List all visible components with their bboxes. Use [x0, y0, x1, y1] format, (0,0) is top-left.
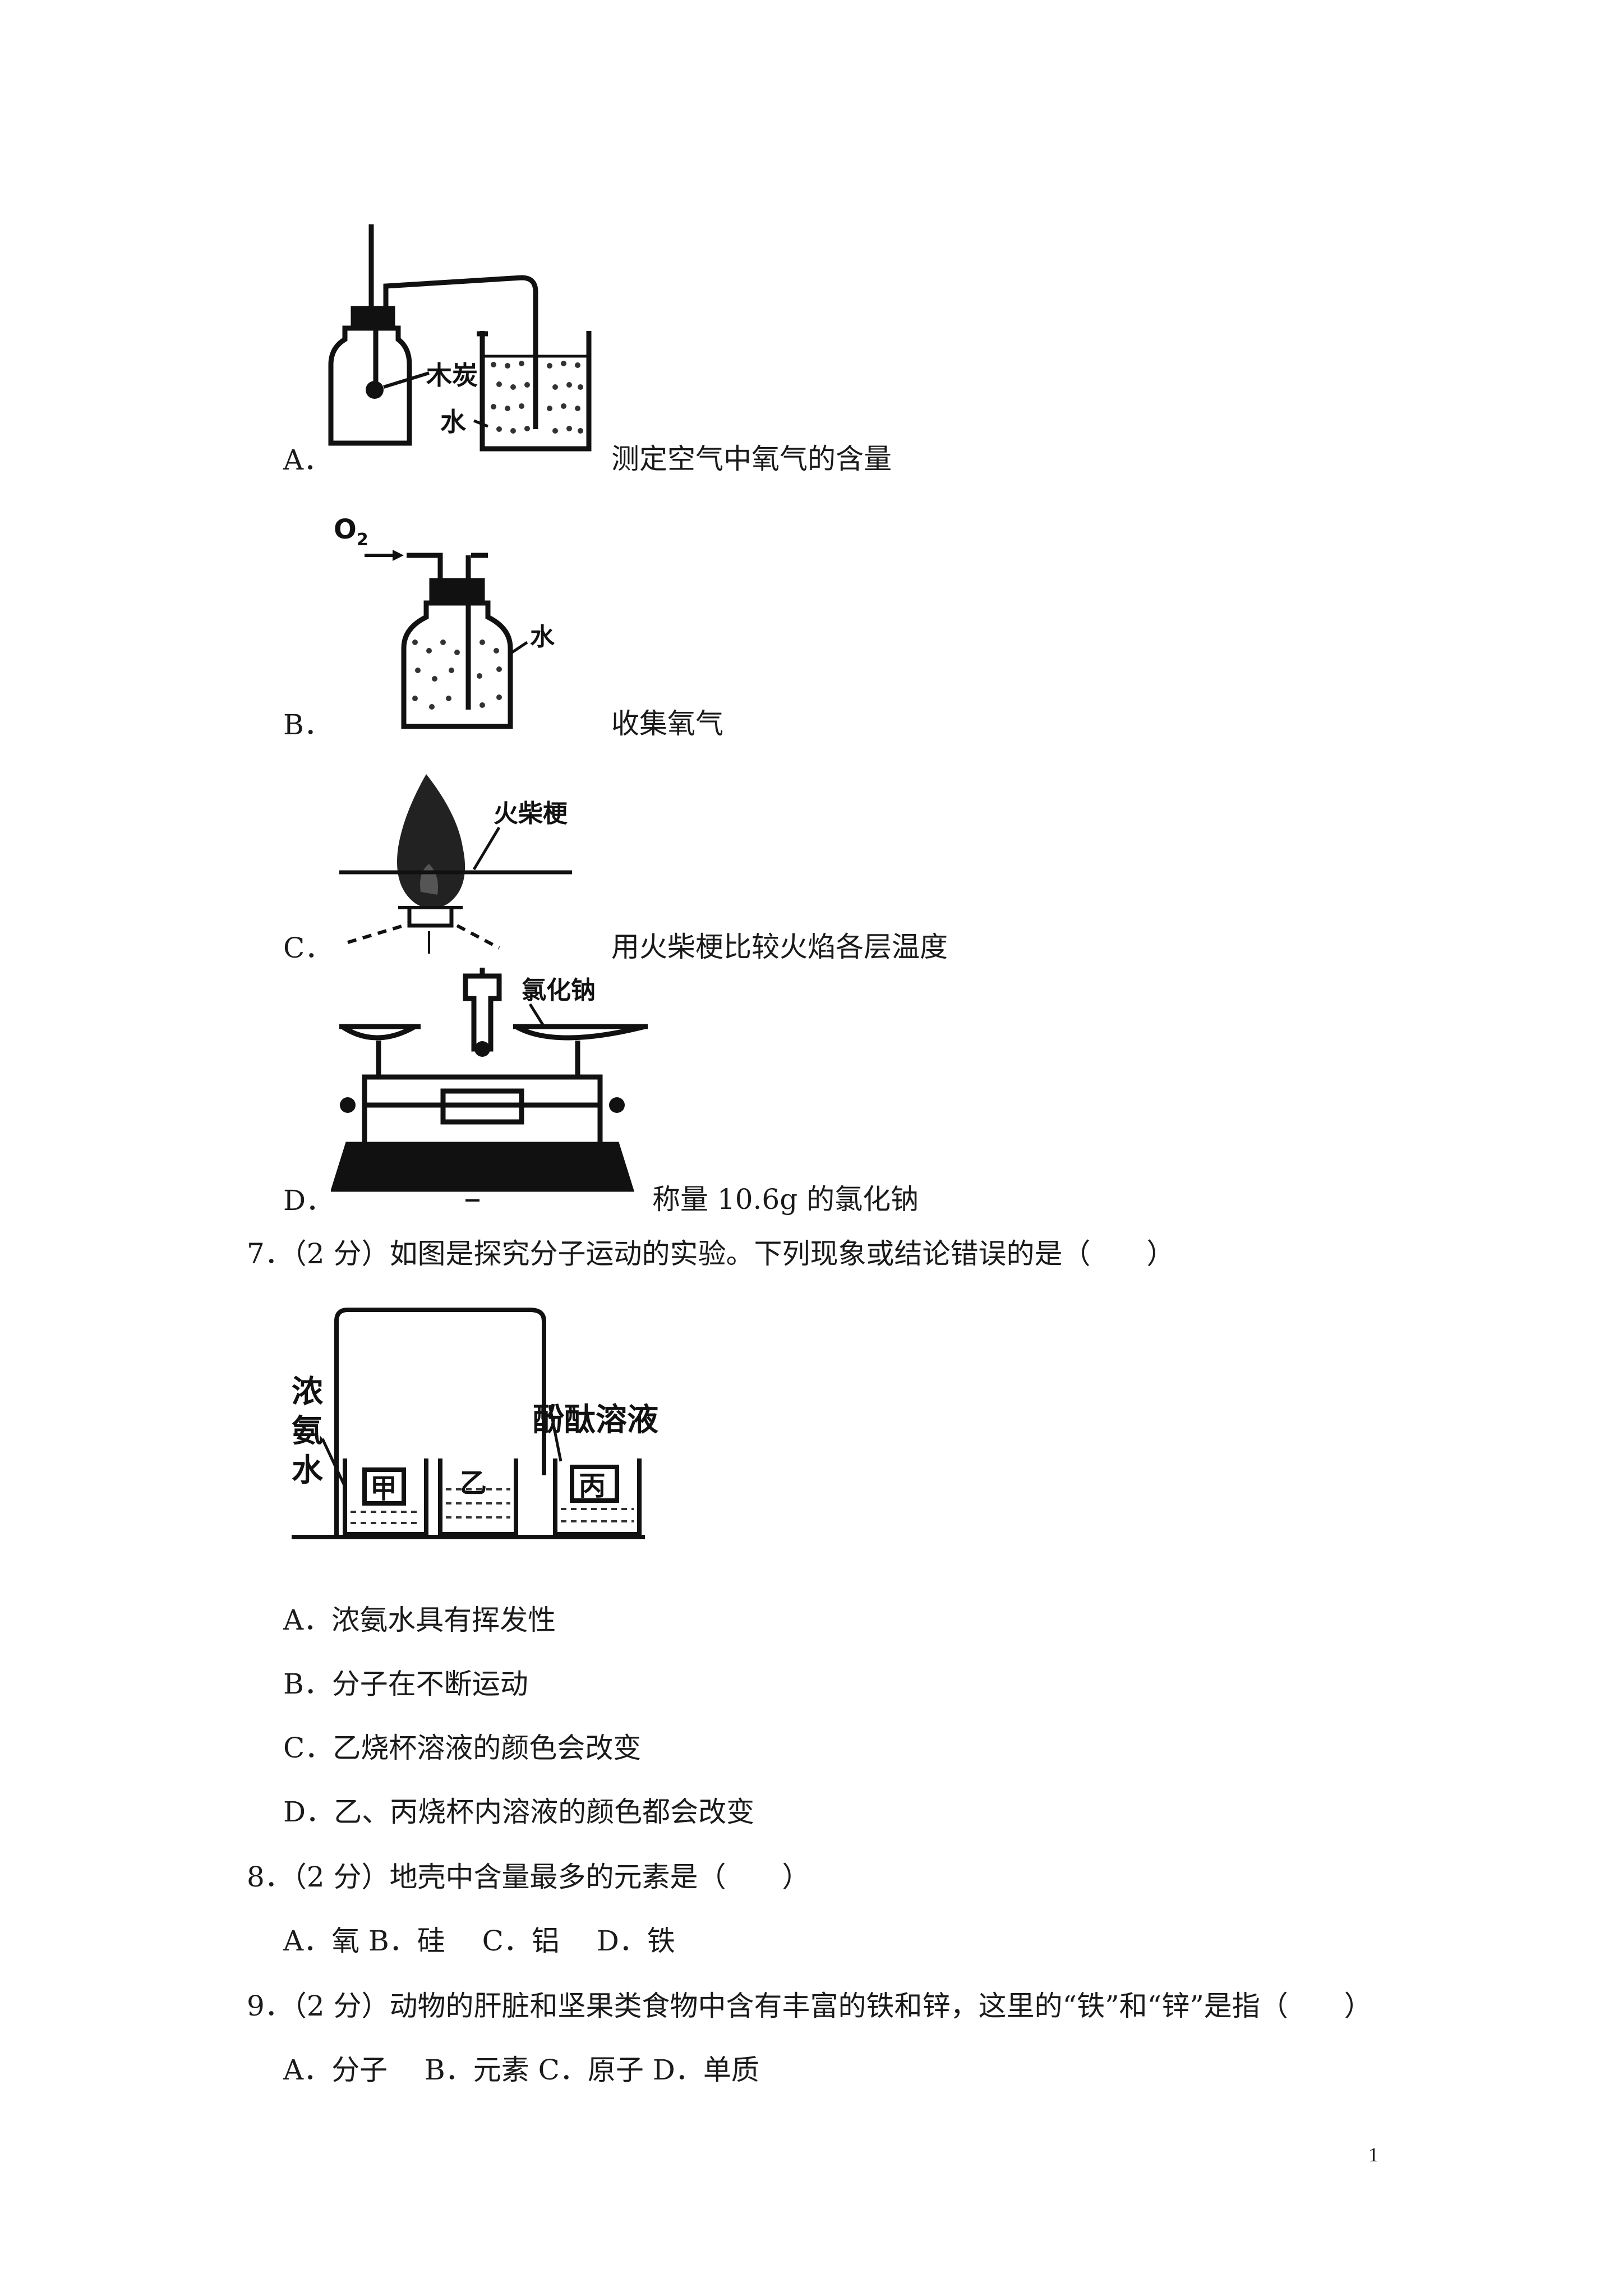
q9-stem: 9．（2 分）动物的肝脏和坚果类食物中含有丰富的铁和锌，这里的“铁”和“锌”是指…	[247, 1990, 1372, 2022]
page-number: 1	[1368, 2143, 1378, 2166]
option-d-letter: D．	[283, 1184, 334, 1217]
label-beaker-jia: 甲	[370, 1473, 397, 1504]
q7-option-c: C．乙烧杯溶液的颜色会改变	[283, 1732, 642, 1764]
label-charcoal: 木炭	[426, 360, 478, 390]
q9-options: A．分子 B．元素 C．原子 D．单质	[283, 2054, 759, 2086]
option-a-text: 测定空气中氧气的含量	[611, 443, 892, 475]
label-water-b: 水	[530, 623, 555, 651]
label-ammonia-3: 水	[292, 1452, 324, 1489]
figure-molecule-motion: 浓 氨 水 酚酞溶液 甲 乙 丙	[292, 1308, 658, 1539]
label-beaker-yi: 乙	[460, 1467, 487, 1499]
figure-collect-oxygen: O2 水	[334, 514, 555, 729]
q7-option-b: B．分子在不断运动	[283, 1668, 528, 1700]
q7-option-d: D．乙、丙烧杯内溶液的颜色都会改变	[283, 1796, 755, 1828]
option-a-letter: A．	[283, 444, 332, 476]
label-o2: O2	[334, 514, 368, 550]
option-b-text: 收集氧气	[611, 707, 723, 740]
label-ammonia-2: 氨	[292, 1413, 323, 1450]
q8-options: A．氧 B．硅 C．铝 D．铁	[283, 1925, 675, 1957]
figure-oxygen-content-apparatus: 木炭 水	[328, 224, 592, 452]
figure-balance: 氯化钠	[331, 968, 648, 1202]
option-d-text: 称量 10.6g 的氯化钠	[652, 1183, 919, 1216]
label-beaker-bing: 丙	[579, 1470, 606, 1502]
label-salt: 氯化钠	[522, 976, 596, 1005]
label-match: 火柴梗	[494, 799, 568, 828]
option-c-text: 用火柴梗比较火焰各层温度	[611, 931, 948, 963]
q8-stem: 8．（2 分）地壳中含量最多的元素是（ ）	[247, 1861, 810, 1893]
label-ammonia-1: 浓	[292, 1374, 324, 1410]
q7-stem: 7．（2 分）如图是探究分子运动的实验。下列现象或结论错误的是（ ）	[247, 1237, 1175, 1270]
q7-option-a: A．浓氨水具有挥发性	[283, 1604, 556, 1636]
figure-flame-match: 火柴梗	[339, 774, 572, 954]
label-phenolphthalein: 酚酞溶液	[533, 1402, 658, 1438]
option-b-letter: B．	[283, 708, 332, 741]
label-water: 水	[440, 407, 467, 437]
option-c-letter: C．	[283, 932, 333, 964]
